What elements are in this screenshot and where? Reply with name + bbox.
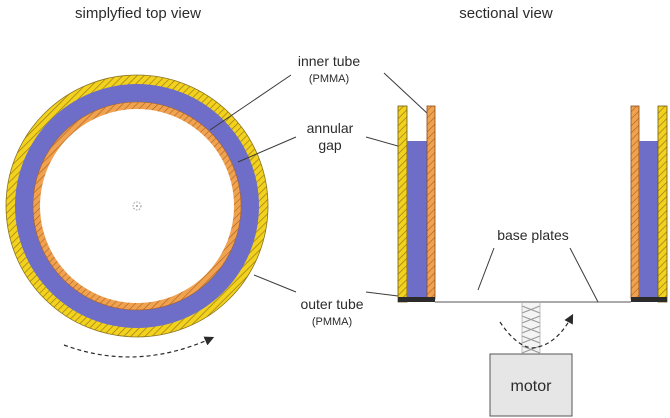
outer-tube-right-section	[657, 105, 668, 303]
inner-tube-label: inner tube	[298, 53, 360, 69]
top-view-title: simplyfied top view	[75, 5, 201, 22]
top-view	[5, 74, 269, 358]
sectional-right-wall	[630, 105, 668, 303]
annular-gap-label-line1: annular	[307, 120, 354, 136]
base-plates-label: base plates	[497, 227, 569, 243]
base-seal-right	[631, 297, 667, 302]
inner-tube-material-label: (PMMA)	[309, 73, 349, 85]
curved-arrow-icon	[63, 336, 215, 358]
sectional-left-wall	[397, 105, 436, 303]
outer-tube-label: outer tube	[300, 296, 363, 312]
sectional-view-title: sectional view	[459, 5, 553, 22]
outer-tube-left-section	[397, 105, 408, 303]
base-seal-left	[398, 297, 435, 302]
annular-gap-label-line2: gap	[318, 137, 342, 153]
shaft-icon	[521, 303, 541, 354]
center-mark-icon	[132, 201, 142, 211]
motor-box	[489, 353, 573, 417]
outer-tube-material-label: (PMMA)	[312, 316, 352, 328]
leader-lines	[209, 72, 599, 303]
motor-label: motor	[511, 378, 553, 395]
shaft-rotation-arrow-icon	[499, 313, 574, 349]
inner-tube-right-section	[630, 105, 640, 300]
annular-gap-right-section	[639, 141, 658, 299]
inner-tube-left-section	[426, 105, 436, 300]
annular-gap-left-section	[407, 141, 427, 299]
